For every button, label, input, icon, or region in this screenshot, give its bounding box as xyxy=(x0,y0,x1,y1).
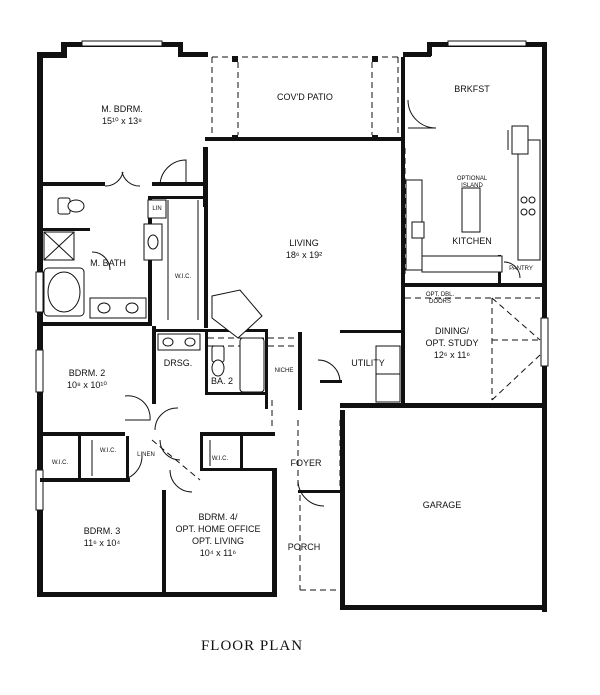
breakfast-label: BRKFST xyxy=(454,84,490,94)
dining-label-1: DINING/ xyxy=(435,326,470,336)
master-bedroom-dims: 15¹⁰ x 13⁸ xyxy=(102,116,142,126)
porch-label: PORCH xyxy=(288,542,321,552)
floor-plan-title: FLOOR PLAN xyxy=(201,638,303,654)
doors xyxy=(91,99,521,507)
interior-walls xyxy=(40,57,544,595)
living-dims: 18⁶ x 19² xyxy=(286,250,322,260)
dressing-label: DRSG. xyxy=(164,358,193,368)
bedroom-4-dims: 10⁴ x 11⁶ xyxy=(200,548,237,558)
optional-island-label-2: ISLAND xyxy=(461,183,483,189)
master-bath-label: M. BATH xyxy=(90,258,126,268)
utility-label: UTILITY xyxy=(351,358,385,368)
bedroom-3-dims: 11⁶ x 10⁴ xyxy=(84,538,121,548)
bedroom-2-dims: 10⁸ x 10¹⁰ xyxy=(67,380,107,390)
fixtures xyxy=(43,56,541,476)
dashed-openings xyxy=(151,56,541,591)
garage-label: GARAGE xyxy=(423,500,462,510)
bedroom-3-label: BDRM. 3 xyxy=(84,526,121,536)
windows xyxy=(35,40,549,511)
dbl-doors-label-1: OPT. DBL. xyxy=(426,292,455,298)
hall-linen-label: LINEN xyxy=(137,452,155,458)
master-wic-label: W.I.C. xyxy=(175,274,192,280)
kitchen-label: KITCHEN xyxy=(452,236,492,246)
bedroom-4-label-3: OPT. LIVING xyxy=(192,536,244,546)
foyer-label: FOYER xyxy=(290,458,322,468)
bed3-wic-b-label: W.I.C. xyxy=(100,448,117,454)
pantry-label: PANTRY xyxy=(509,266,533,272)
dining-label-2: OPT. STUDY xyxy=(425,338,478,348)
bed3-wic-a-label: W.I.C. xyxy=(52,460,69,466)
bedroom-2-label: BDRM. 2 xyxy=(69,368,106,378)
living-label: LIVING xyxy=(289,238,319,248)
niche-label: NICHE xyxy=(275,368,294,374)
covered-patio-label: COV'D PATIO xyxy=(277,92,333,102)
master-bedroom-label: M. BDRM. xyxy=(101,104,143,114)
dining-dims: 12⁶ x 11⁶ xyxy=(434,350,471,360)
optional-island-label-1: OPTIONAL xyxy=(457,176,488,182)
bedroom-4-label-1: BDRM. 4/ xyxy=(198,512,238,522)
bedroom-4-label-2: OPT. HOME OFFICE xyxy=(175,524,260,534)
bed4-wic-label: W.I.C. xyxy=(212,456,229,462)
bath-2-label: BA. 2 xyxy=(211,376,233,386)
master-linen-label: LIN xyxy=(152,206,161,212)
dbl-doors-label-2: DOORS xyxy=(429,299,451,305)
